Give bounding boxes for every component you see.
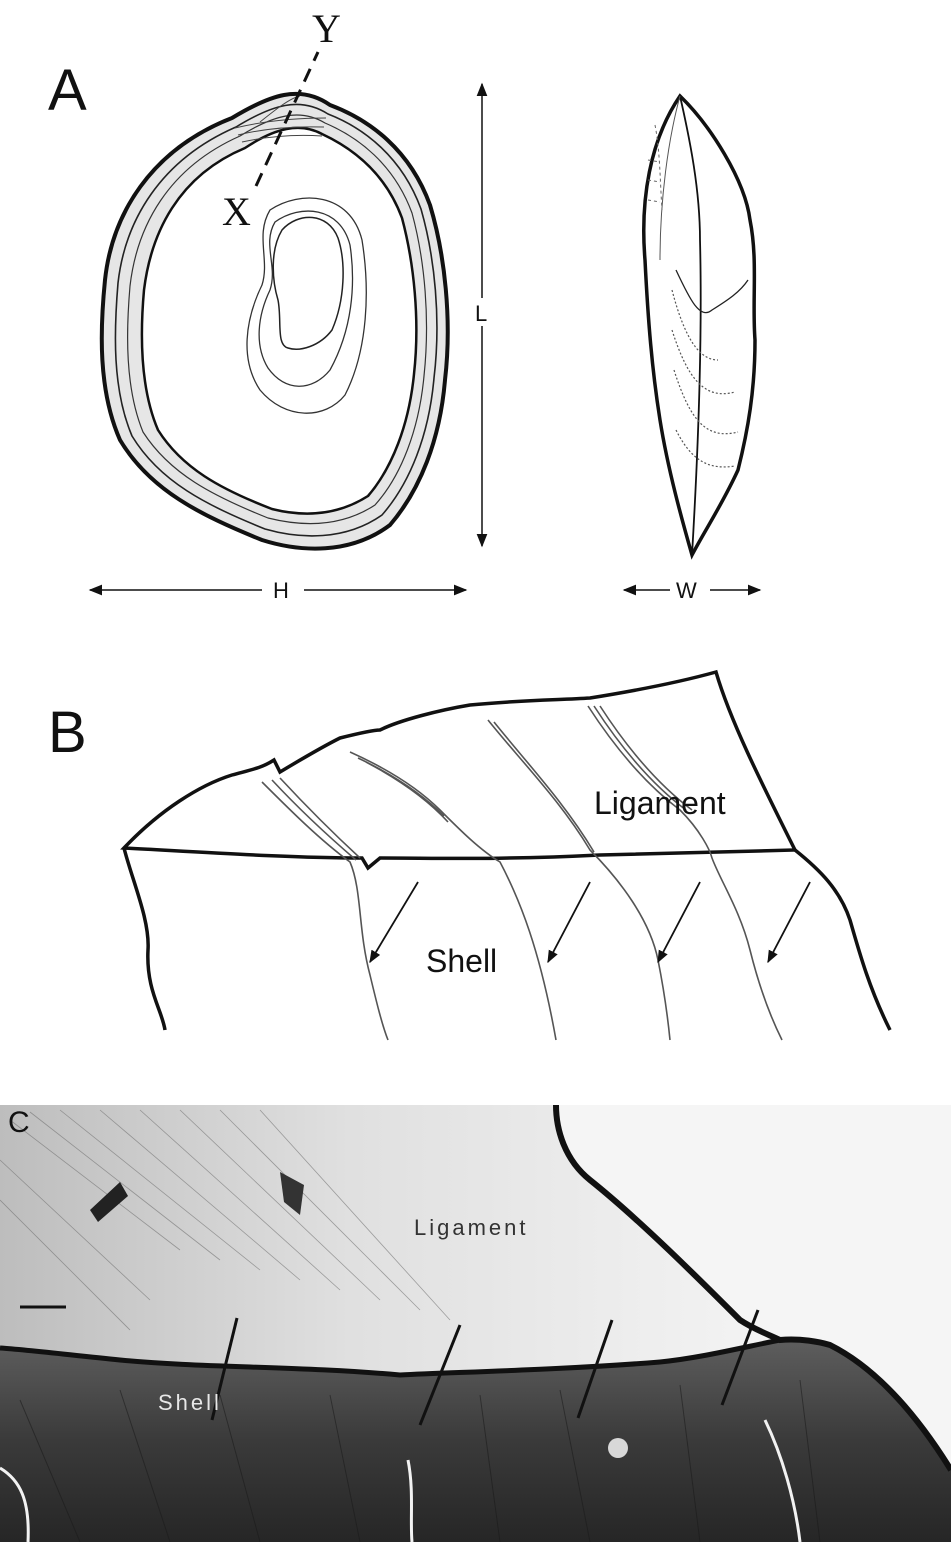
panel-b: B Ligament Shell: [48, 672, 890, 1040]
side-view-outline: [644, 96, 755, 555]
panel-b-shell-label: Shell: [426, 943, 497, 979]
shell-valve-drawing: [102, 94, 448, 549]
panel-c-ligament-label: Ligament: [414, 1215, 529, 1240]
shell-bright-spot: [608, 1438, 628, 1458]
panel-a: A Y X L H: [48, 6, 760, 603]
dimension-label-length: L: [475, 301, 487, 326]
dimension-label-width: W: [676, 578, 697, 603]
section-label-y: Y: [312, 6, 341, 51]
panel-a-letter: A: [48, 58, 87, 123]
panel-c-letter: C: [8, 1106, 30, 1139]
panel-c-shell-label: Shell: [158, 1390, 222, 1415]
dimension-label-height: H: [273, 578, 289, 603]
panel-b-ligament-label: Ligament: [594, 785, 726, 821]
panel-b-letter: B: [48, 700, 87, 765]
valve-side-view: [644, 96, 755, 555]
panel-c-micrograph: C Ligament Shell: [0, 1105, 951, 1542]
ligament-block-outline: [124, 672, 795, 868]
section-label-x: X: [222, 189, 251, 234]
